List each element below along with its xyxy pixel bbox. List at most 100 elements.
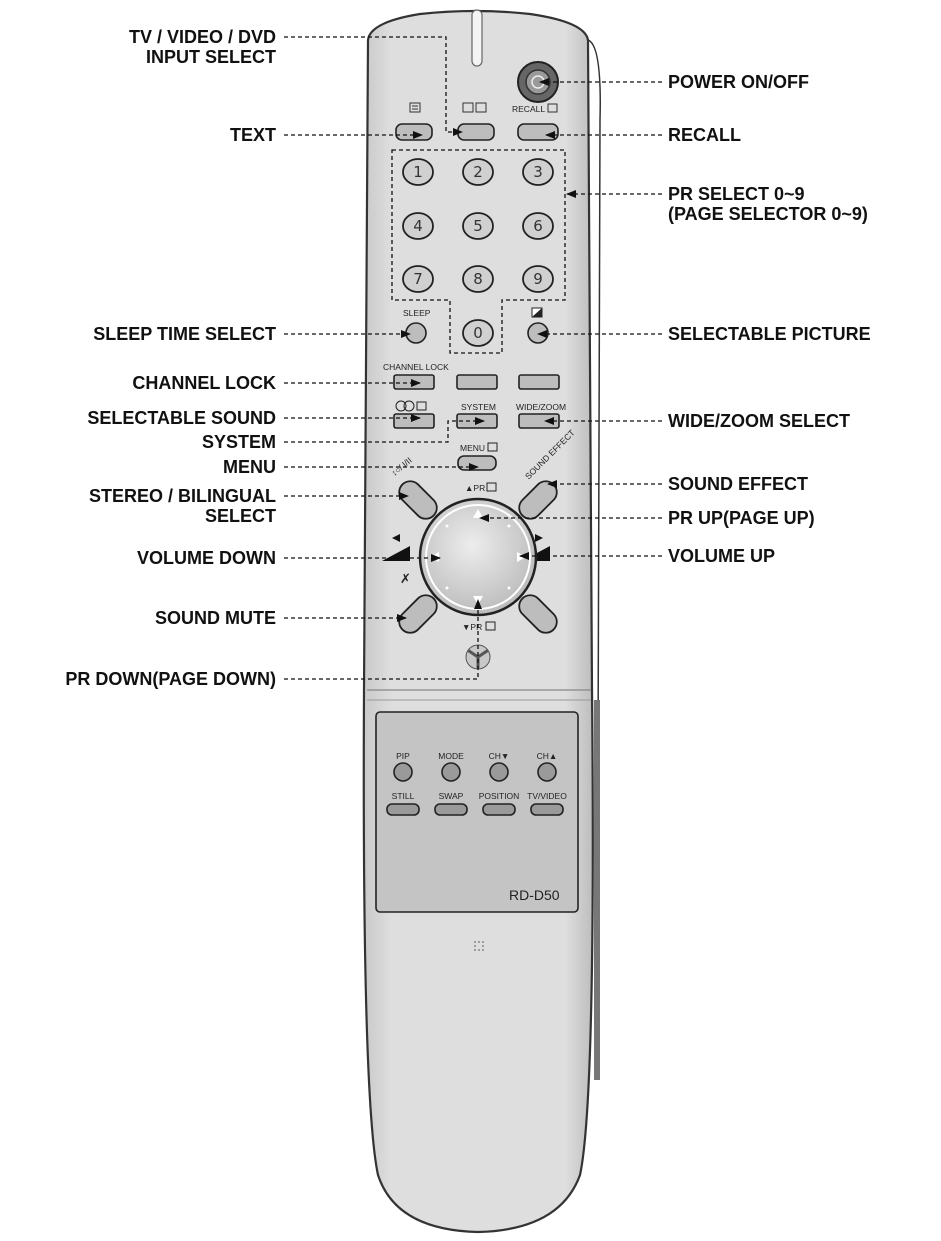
lower-panel-row-2: STILL SWAP POSITION TV/VIDEO <box>386 791 567 816</box>
color-button-3[interactable] <box>518 374 560 390</box>
callout-wide-zoom: WIDE/ZOOM SELECT <box>668 411 850 431</box>
callout-line: PR UP(PAGE UP) <box>668 508 815 528</box>
number-key-0[interactable]: 0 <box>462 319 494 347</box>
input-select-icon <box>462 102 487 113</box>
callout-line: SELECTABLE SOUND <box>87 408 276 428</box>
channel-lock-button[interactable] <box>393 374 435 390</box>
lower-row1-label: MODE <box>438 751 464 761</box>
lower-row2-button[interactable] <box>482 803 516 816</box>
lower-row2-button[interactable] <box>434 803 468 816</box>
pr-up-label: ▲PR <box>465 483 485 493</box>
callout-line: STEREO / BILINGUAL <box>88 486 276 506</box>
input-select-button[interactable] <box>457 123 495 141</box>
pr-down-label: ▼PR <box>462 622 482 632</box>
lower-row1-button[interactable] <box>489 762 509 782</box>
callout-pr-select: PR SELECT 0~9(PAGE SELECTOR 0~9) <box>668 184 868 224</box>
callout-line: (PAGE SELECTOR 0~9) <box>668 204 868 224</box>
color-button-2[interactable] <box>456 374 498 390</box>
callout-line: INPUT SELECT <box>145 47 276 67</box>
callout-line: TEXT <box>229 125 276 145</box>
menu-label: MENU <box>460 443 485 453</box>
callout-line: VOLUME UP <box>668 546 776 566</box>
number-key-label: 2 <box>473 163 483 181</box>
callout-line: POWER ON/OFF <box>668 72 809 92</box>
lower-row2-label: TV/VIDEO <box>527 791 567 801</box>
number-pad-bracket <box>391 149 566 354</box>
number-key-label: 4 <box>413 217 423 235</box>
sleep-label: SLEEP <box>403 308 431 318</box>
recall-label: RECALL <box>512 104 545 114</box>
recall-button[interactable] <box>517 123 559 141</box>
callout-line: SYSTEM <box>201 432 276 452</box>
callout-picture: SELECTABLE PICTURE <box>668 324 871 344</box>
lower-row2-button[interactable] <box>530 803 564 816</box>
lower-panel <box>375 711 579 913</box>
lower-row2-label: STILL <box>392 791 415 801</box>
sleep-button[interactable] <box>405 322 427 344</box>
callout-line: PR DOWN(PAGE DOWN) <box>65 669 276 689</box>
callout-line: TV / VIDEO / DVD <box>128 27 276 47</box>
callout-line: SLEEP TIME SELECT <box>93 324 276 344</box>
number-key-8[interactable]: 8 <box>462 265 494 293</box>
lower-row2-label: POSITION <box>479 791 520 801</box>
callout-menu: MENU <box>223 457 276 477</box>
number-key-4[interactable]: 4 <box>402 212 434 240</box>
callout-line: PR SELECT 0~9 <box>668 184 805 204</box>
picture-button[interactable] <box>527 322 549 344</box>
number-key-label: 9 <box>533 270 543 288</box>
number-key-7[interactable]: 7 <box>402 265 434 293</box>
stereo-bilingual-button[interactable] <box>395 477 442 524</box>
callout-system: SYSTEM <box>202 432 276 452</box>
text-button[interactable] <box>395 123 433 141</box>
number-key-2[interactable]: 2 <box>462 158 494 186</box>
number-key-9[interactable]: 9 <box>522 265 554 293</box>
selectable-sound-icon <box>395 400 427 412</box>
callout-selectable-sound: SELECTABLE SOUND <box>87 408 276 428</box>
lower-right-button[interactable] <box>515 591 562 638</box>
leader-pr-down <box>284 599 482 680</box>
callout-pr-down: PR DOWN(PAGE DOWN) <box>65 669 276 689</box>
sound-mute-button[interactable] <box>395 591 442 638</box>
callout-line: VOLUME DOWN <box>137 548 276 568</box>
selectable-sound-button[interactable] <box>393 413 435 429</box>
lower-row2-button[interactable] <box>386 803 420 816</box>
number-key-label: 0 <box>473 324 483 342</box>
model-name: RD-D50 <box>509 887 560 903</box>
navigation-dial[interactable] <box>418 497 538 617</box>
wide-zoom-label: WIDE/ZOOM <box>516 402 566 412</box>
leader-system <box>284 417 485 443</box>
volume-up-arrow-icon <box>535 534 543 542</box>
number-keys: 1 2 3 4 5 6 7 8 9 0 <box>402 158 554 347</box>
lower-row1-button[interactable] <box>441 762 461 782</box>
menu-button[interactable] <box>457 455 497 471</box>
mute-icon: ✗ <box>400 572 411 587</box>
lower-row1-label: CH▼ <box>489 751 510 761</box>
callout-leaders <box>284 36 662 680</box>
volume-down-arrow-icon <box>392 534 400 542</box>
callout-line: SELECT <box>204 506 276 526</box>
number-key-5[interactable]: 5 <box>462 212 494 240</box>
lower-row1-button[interactable] <box>537 762 557 782</box>
callout-power: POWER ON/OFF <box>668 72 809 92</box>
number-key-label: 5 <box>473 217 483 235</box>
pr-up-text-icon <box>486 482 497 492</box>
lower-row1-label: PIP <box>396 751 410 761</box>
number-key-3[interactable]: 3 <box>522 158 554 186</box>
menu-text-icon <box>487 442 498 452</box>
number-key-label: 7 <box>413 270 423 288</box>
number-key-label: 6 <box>533 217 543 235</box>
lower-row2-label: SWAP <box>439 791 464 801</box>
callout-sound-effect: SOUND EFFECT <box>668 474 808 494</box>
number-key-1[interactable]: 1 <box>402 158 434 186</box>
callout-pr-up: PR UP(PAGE UP) <box>668 508 815 528</box>
power-button[interactable] <box>517 61 559 103</box>
volume-down-wedge <box>382 546 410 561</box>
lower-row1-button[interactable] <box>393 762 413 782</box>
number-key-6[interactable]: 6 <box>522 212 554 240</box>
number-key-label: 1 <box>413 163 423 181</box>
speaker-dots-icon <box>474 941 484 951</box>
